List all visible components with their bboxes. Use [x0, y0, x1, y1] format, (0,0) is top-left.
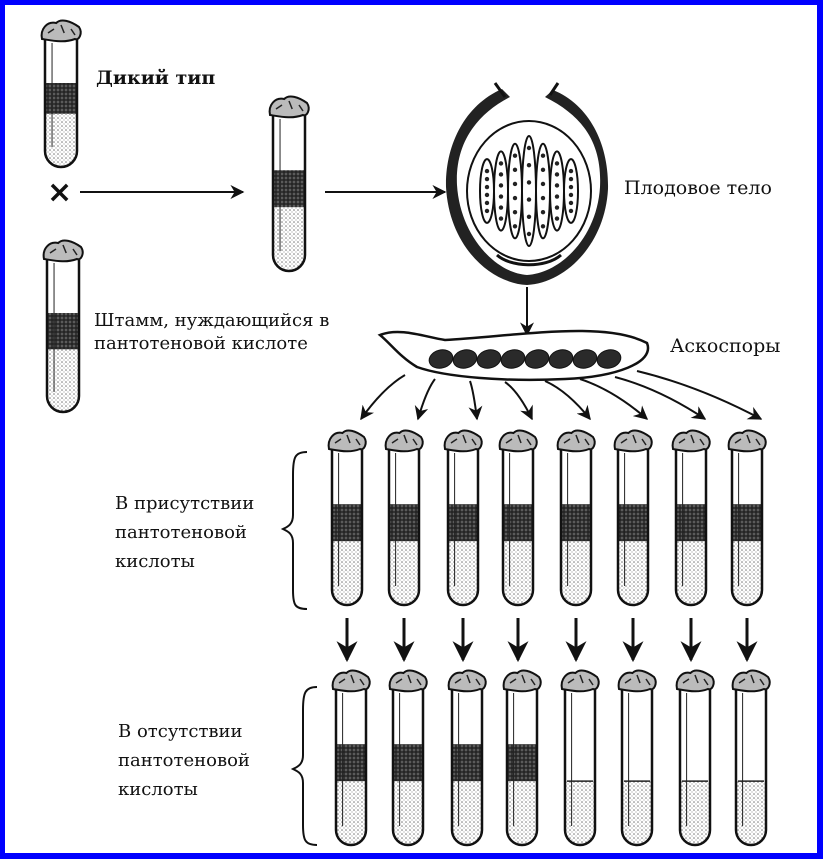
- ascospores-label: Аскоспоры: [670, 333, 780, 359]
- wild-type-tube-body: [42, 20, 81, 167]
- spore-dot: [541, 154, 545, 158]
- spore-dot: [485, 177, 489, 181]
- tube-with-acid-6: [615, 430, 652, 605]
- ascus-inside-fruiting-body: [522, 136, 536, 246]
- tube-without-acid-5: [562, 670, 599, 845]
- spore-dot: [499, 172, 503, 176]
- fruiting-body-drawing: [446, 83, 608, 285]
- fruiting-body-label: Плодовое тело: [624, 175, 772, 201]
- spore-dot: [569, 169, 573, 173]
- bracket-without-acid: [293, 687, 317, 845]
- tube-with-acid-1: [329, 430, 366, 605]
- mutant-strain-tube-body: [44, 240, 83, 412]
- spore-dot: [569, 185, 573, 189]
- spore-dot: [555, 205, 559, 209]
- bracket-with-acid: [283, 452, 307, 609]
- spread-arrow-4: [505, 382, 532, 419]
- tube-with-acid-5: [558, 430, 595, 605]
- spore-dot: [527, 215, 531, 219]
- spore-dot: [527, 163, 531, 167]
- spread-arrow-6: [580, 379, 647, 419]
- mutant-strain-tube: [44, 240, 83, 412]
- spore-dot: [541, 168, 545, 172]
- spore-dot: [527, 197, 531, 201]
- spore-dot: [555, 183, 559, 187]
- tube-row-without-acid: [333, 670, 770, 845]
- spread-arrow-5: [545, 381, 590, 419]
- spore-dot: [569, 201, 573, 205]
- spore-dot: [499, 183, 503, 187]
- spore-dot: [541, 224, 545, 228]
- tube-without-acid-7: [677, 670, 714, 845]
- spore-dot: [569, 209, 573, 213]
- without-acid-label-line2: пантотеновой: [118, 748, 250, 774]
- spread-arrow-2: [418, 379, 435, 419]
- tube-without-acid-1: [333, 670, 370, 845]
- spread-arrow-3: [470, 381, 477, 419]
- mutant-strain-label-line2: пантотеновой кислоте: [94, 331, 308, 357]
- spore-dot: [569, 193, 573, 197]
- spread-arrow-7: [615, 377, 705, 419]
- tube-without-acid-2: [390, 670, 427, 845]
- tube-without-acid-3: [449, 670, 486, 845]
- spore-dot: [513, 182, 517, 186]
- with-acid-label-line2: пантотеновой: [115, 520, 247, 546]
- wild-type-label: Дикий тип: [96, 67, 215, 89]
- ascus-inside-fruiting-body: [480, 159, 494, 223]
- spore-dot: [541, 196, 545, 200]
- tube-with-acid-2: [386, 430, 423, 605]
- spore-dot: [513, 168, 517, 172]
- spore-dot: [555, 216, 559, 220]
- without-acid-label-line1: В отсутствии: [118, 719, 243, 745]
- tube-without-acid-8: [733, 670, 770, 845]
- spore-dot: [555, 194, 559, 198]
- with-acid-label-line1: В присутствии: [115, 491, 254, 517]
- spore-dot: [569, 177, 573, 181]
- tube-with-acid-7: [673, 430, 710, 605]
- spore-dot: [485, 209, 489, 213]
- tube-with-acid-8: [729, 430, 766, 605]
- spore-dot: [527, 146, 531, 150]
- tube-with-acid-3: [445, 430, 482, 605]
- tube-without-acid-4: [504, 670, 541, 845]
- tube-row-with-acid: [329, 430, 766, 605]
- spore-dot: [485, 193, 489, 197]
- spore-dot: [499, 194, 503, 198]
- spore-dot: [527, 180, 531, 184]
- spore-dot: [485, 201, 489, 205]
- spore-dot: [485, 185, 489, 189]
- spore-dot: [485, 169, 489, 173]
- tube-with-acid-4: [500, 430, 537, 605]
- without-acid-label-line3: кислоты: [118, 777, 198, 803]
- spore-dot: [555, 172, 559, 176]
- spread-arrow-1: [361, 375, 405, 419]
- spore-dot: [541, 210, 545, 214]
- cross-symbol: ×: [47, 175, 72, 210]
- down-arrows-row: [347, 618, 747, 660]
- spore-dot: [541, 182, 545, 186]
- spore-dot: [513, 154, 517, 158]
- spore-dot: [513, 210, 517, 214]
- spore-dot: [513, 196, 517, 200]
- with-acid-label-line3: кислоты: [115, 549, 195, 575]
- spore-dot: [499, 205, 503, 209]
- spore-dot: [513, 224, 517, 228]
- cross-result-tube: [270, 96, 309, 271]
- ascus-inside-fruiting-body: [564, 159, 578, 223]
- spore-dot: [499, 216, 503, 220]
- spore-dot: [499, 161, 503, 165]
- spread-arrow-8: [637, 371, 761, 419]
- spore-dot: [527, 232, 531, 236]
- spore-dot: [555, 161, 559, 165]
- tube-without-acid-6: [619, 670, 656, 845]
- cross-result-tube-body: [270, 96, 309, 271]
- ascus-drawing: [380, 331, 648, 380]
- wild-type-tube: [42, 20, 81, 167]
- diagram-canvas: Дикий тип × Штамм, нуждающийся в пантоте…: [5, 5, 817, 853]
